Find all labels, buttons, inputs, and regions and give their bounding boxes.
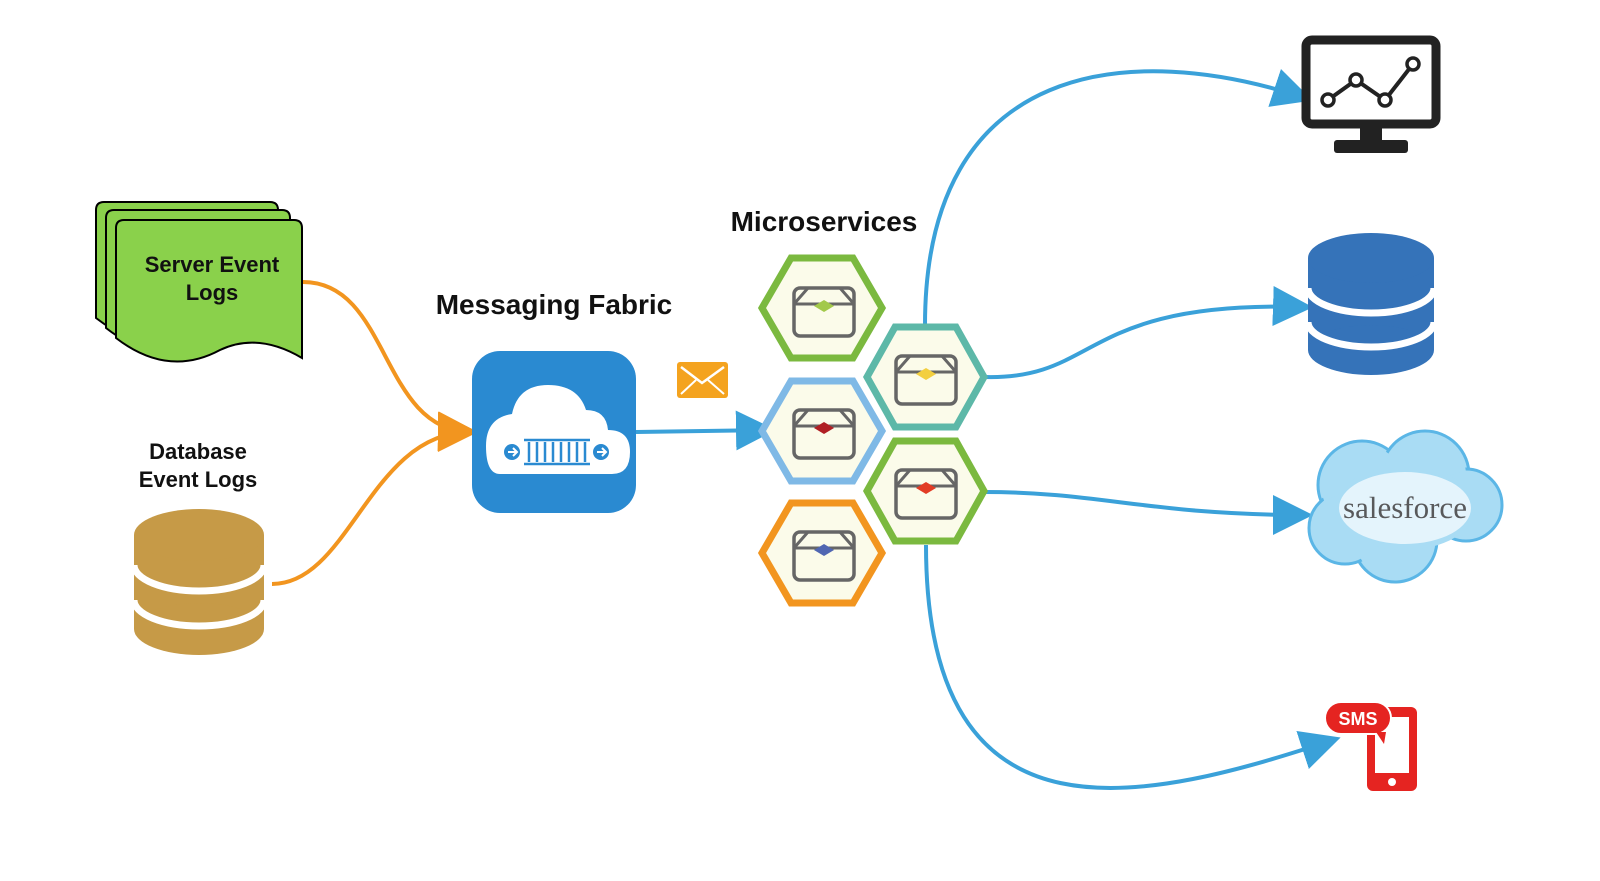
salesforce-label: salesforce [1343, 490, 1467, 525]
database-icon [130, 509, 268, 655]
server-logs-label-line-1: Server Event [145, 252, 280, 277]
fabric-to-microservices-connector [635, 410, 776, 451]
output-connectors [923, 68, 1341, 790]
database-destination [1304, 233, 1438, 375]
server-event-logs: Server Event Logs [95, 201, 303, 363]
document-stack-icon [95, 201, 303, 363]
microservices: Microservices [731, 206, 989, 607]
sms-destination: SMS [1324, 701, 1417, 791]
salesforce-connector [984, 490, 1313, 535]
database-out-connector [984, 286, 1313, 380]
salesforce-destination: salesforce [1307, 429, 1504, 584]
envelope-icon [677, 362, 728, 398]
monitor-chart-icon [1301, 35, 1441, 153]
database-event-logs: Database Event Logs [130, 439, 268, 655]
database-logs-connector [271, 412, 478, 586]
cloud-queue-icon [472, 351, 636, 513]
database-icon [1304, 233, 1438, 375]
microservice-hexagon-4 [862, 437, 989, 545]
microservices-label: Microservices [731, 206, 918, 237]
sms-label: SMS [1338, 709, 1377, 729]
input-connectors [271, 280, 776, 586]
dashboard-destination [1301, 35, 1441, 153]
microservice-hexagon-2 [862, 323, 989, 431]
database-logs-label-line-1: Database [149, 439, 247, 464]
microservice-hexagon-3 [757, 377, 887, 485]
microservice-hexagon-5 [757, 499, 887, 607]
sms-connector [924, 544, 1341, 790]
sms-phone-icon [1324, 701, 1417, 791]
microservice-hexagon-1 [757, 254, 887, 362]
database-logs-label-line-2: Event Logs [139, 467, 258, 492]
messaging-fabric: Messaging Fabric [436, 289, 673, 513]
server-logs-label-line-2: Logs [186, 280, 239, 305]
messaging-fabric-label: Messaging Fabric [436, 289, 673, 320]
dashboard-connector [923, 68, 1313, 326]
salesforce-cloud-icon [1307, 429, 1504, 584]
